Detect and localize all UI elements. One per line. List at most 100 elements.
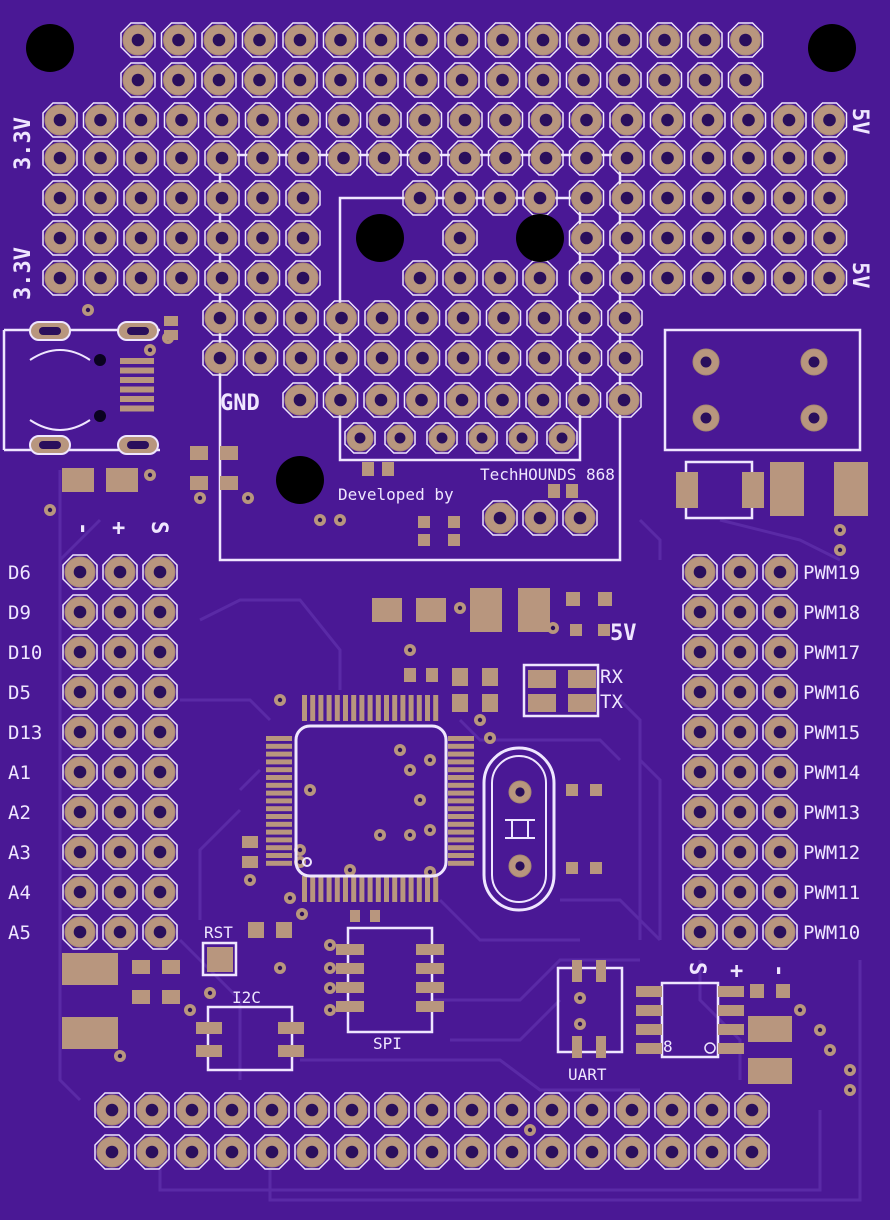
pad-outline — [201, 62, 237, 98]
drill-hole — [733, 885, 747, 899]
drill-hole — [742, 151, 755, 165]
drill-hole — [782, 271, 796, 285]
pad-outline — [160, 62, 197, 98]
mcu-pin — [310, 695, 316, 721]
drill-hole — [172, 33, 185, 47]
pad-outline — [404, 340, 441, 376]
mcu-pin — [448, 790, 474, 796]
drill-hole — [215, 191, 229, 205]
drill-hole — [53, 231, 67, 245]
pad-outline — [682, 834, 718, 870]
drill-hole — [418, 151, 431, 165]
pad-outline — [722, 634, 758, 670]
drill-hole — [782, 191, 796, 205]
smd-pad — [132, 960, 150, 974]
drill-hole — [465, 1145, 479, 1159]
trace — [438, 898, 580, 942]
pad-outline — [142, 914, 178, 950]
pad-outline — [722, 714, 758, 750]
trace — [450, 998, 562, 1042]
pad-outline — [174, 1134, 210, 1170]
smd-pad — [404, 668, 416, 682]
drill-hole — [225, 1103, 239, 1117]
drill-hole — [134, 113, 148, 127]
drill-hole — [693, 725, 707, 739]
drill-hole — [739, 33, 752, 47]
pad-outline — [445, 340, 481, 376]
pad-outline — [534, 1092, 570, 1128]
via-drill — [85, 307, 91, 313]
drill-hole — [497, 351, 510, 365]
drill-hole — [73, 565, 87, 579]
mcu-pin — [448, 775, 474, 780]
pad-outline — [62, 794, 98, 830]
drill-hole — [537, 311, 551, 325]
drill-hole — [175, 151, 188, 165]
left-pin-label: A3 — [8, 842, 31, 864]
drill-hole — [742, 271, 755, 285]
pad-outline — [283, 340, 319, 376]
drill-hole — [254, 311, 267, 325]
pad-outline — [294, 1134, 330, 1170]
smd-pad — [748, 1016, 792, 1042]
drill-hole — [105, 1145, 119, 1159]
trace — [268, 960, 862, 1202]
smd-pad — [220, 476, 238, 490]
drill-hole — [294, 311, 308, 325]
smd-pad — [742, 472, 764, 508]
right-pin-label: PWM16 — [803, 682, 860, 704]
drill-hole — [416, 351, 429, 365]
pad-outline — [102, 914, 138, 950]
drill-hole — [701, 231, 715, 245]
pad-outline — [163, 140, 200, 176]
usb-locator-hole — [94, 354, 106, 366]
pad-outline — [204, 140, 240, 176]
pad-outline — [484, 22, 521, 58]
mcu-pin — [266, 736, 292, 741]
pad-outline — [454, 1134, 490, 1170]
drill-hole — [73, 925, 87, 939]
drill-hole — [733, 845, 747, 859]
smd-pad — [242, 856, 258, 868]
mcu-pin — [326, 695, 332, 721]
drill-hole — [256, 113, 269, 127]
drill-hole — [578, 311, 591, 325]
via-drill — [187, 1007, 193, 1013]
silk-outline — [201, 941, 238, 977]
drill-hole — [337, 113, 350, 127]
drill-hole — [693, 765, 707, 779]
via-drill — [277, 697, 283, 703]
developed-by-label: Developed by — [338, 485, 454, 504]
drill-hole — [134, 191, 148, 205]
drill-hole — [113, 605, 127, 619]
drill-hole — [658, 73, 671, 87]
pad-outline — [364, 340, 400, 376]
drill-hole — [113, 845, 127, 859]
pad-outline — [163, 180, 200, 216]
pad-outline — [762, 714, 798, 750]
drill-hole — [733, 565, 747, 579]
drill-hole — [375, 351, 389, 365]
smd-pad — [776, 984, 790, 998]
power-label-3v3-bottom: 3.3V — [11, 247, 36, 300]
mcu-pin — [343, 695, 348, 721]
solder-jumper-pad — [528, 694, 556, 712]
drill-hole — [458, 151, 472, 165]
pad-outline — [485, 300, 522, 336]
drill-hole — [698, 33, 712, 47]
pad-outline — [466, 422, 498, 454]
mcu-pin — [266, 860, 292, 866]
drill-hole — [496, 33, 509, 47]
via-drill — [837, 527, 843, 533]
drill-hole — [705, 1103, 719, 1117]
via-drill — [797, 1007, 803, 1013]
spi-label: SPI — [373, 1034, 402, 1053]
mcu-pin — [359, 876, 365, 902]
pad-outline — [366, 140, 402, 176]
pad-outline — [568, 140, 605, 176]
trace — [178, 938, 242, 1080]
via-drill — [297, 847, 303, 853]
smd-pads-layer — [29, 316, 868, 1084]
drill-hole — [455, 73, 469, 87]
